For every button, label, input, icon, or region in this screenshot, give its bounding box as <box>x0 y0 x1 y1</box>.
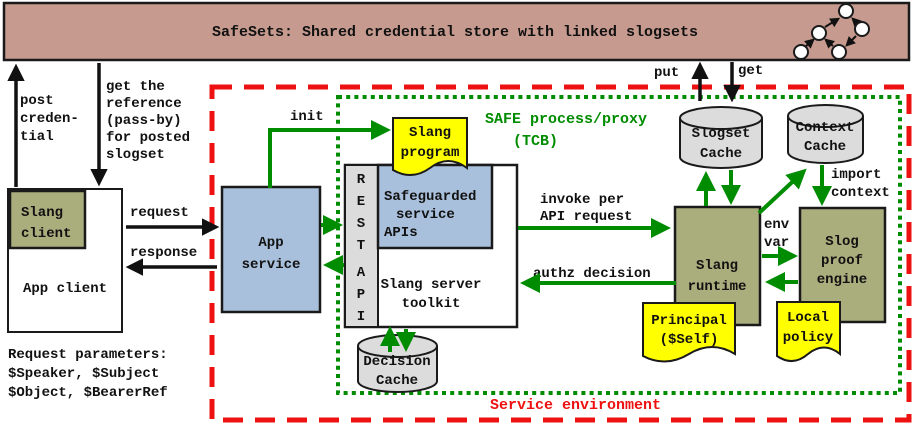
post-credential-line3: tial <box>20 129 54 145</box>
local-policy-label-line1: Local <box>787 310 829 326</box>
decision-cache-cylinder <box>357 346 438 393</box>
slang-program-label-line1: Slang <box>409 125 451 141</box>
get-reference-line5: slogset <box>106 147 165 163</box>
tcb-boundary: SAFE process/proxy (TCB) <box>336 95 902 395</box>
app-client-label: App client <box>23 281 107 297</box>
safeguarded-label-line1: Safeguarded <box>384 189 476 205</box>
safesets-bar: SafeSets: Shared credential store with l… <box>2 1 911 62</box>
context-cache: Context Cache <box>787 104 864 164</box>
get-reference-line3: (pass-by) <box>106 113 182 129</box>
principal-note-shape <box>642 302 736 363</box>
slog-engine-label-line2: proof <box>821 253 863 269</box>
app-client: Slang client App client <box>7 188 123 333</box>
local-policy-note-shape <box>776 301 841 362</box>
service-environment-boundary: Service environment <box>209 84 912 423</box>
get-reference-line2: reference <box>106 96 182 112</box>
get-label: get <box>738 63 763 79</box>
safeguarded-label-line3: APIs <box>384 225 418 241</box>
rest-api-letter: P <box>357 287 365 303</box>
slogset-cache-cylinder <box>679 118 763 169</box>
tcb-header-line2: (TCB) <box>513 133 558 150</box>
post-credential-annotation: post creden- tial <box>20 93 79 145</box>
import-context-label-line1: import <box>831 167 881 183</box>
get-reference-line4: for posted <box>106 130 190 146</box>
slang-program-note: Slang program <box>392 117 468 176</box>
slog-engine-label-line1: Slog <box>825 234 859 250</box>
toolkit-label-line1: Slang server <box>381 277 482 293</box>
post-credential-line2: creden- <box>20 111 79 127</box>
slang-client-box <box>8 189 87 250</box>
safesets-bar-title: SafeSets: Shared credential store with l… <box>212 24 698 41</box>
decision-cache-label-line1: Decision <box>363 354 430 370</box>
slang-program-label-line2: program <box>401 145 460 161</box>
decision-cache: Decision Cache <box>357 334 438 393</box>
slogset-cache-cylinder-top <box>679 106 763 130</box>
principal-note: Principal ($Self) <box>642 302 736 363</box>
slogset-node-icon <box>811 25 827 41</box>
principal-label-line2: ($Self) <box>660 332 719 348</box>
rest-api-strip <box>344 164 379 328</box>
tcb-header-line1: SAFE process/proxy <box>485 111 647 128</box>
local-policy-note: Local policy <box>776 301 841 362</box>
decision-cache-label-line2: Cache <box>376 373 418 389</box>
context-cache-cylinder <box>787 116 864 164</box>
request-params-line3: $Object, $BearerRef <box>8 385 168 401</box>
invoke-label-line1: invoke per <box>540 192 624 208</box>
request-params-line2: $Speaker, $Subject <box>8 366 159 382</box>
slang-program-note-shape <box>392 117 468 176</box>
context-cache-label-line1: Context <box>796 120 855 136</box>
env-var-label-line1: env <box>764 217 790 233</box>
arrows <box>7 61 832 352</box>
init-arrow <box>268 120 391 188</box>
response-label: response <box>130 245 197 261</box>
slang-client-label-line2: client <box>21 226 71 242</box>
tcb-border <box>336 95 902 395</box>
put-label: put <box>654 65 679 81</box>
rest-api-letter: I <box>357 309 365 325</box>
slogset-cache: Slogset Cache <box>679 106 763 169</box>
safesets-bar-background <box>2 1 911 62</box>
slogset-cache-label-line2: Cache <box>700 146 742 162</box>
get-reference-annotation: get the reference (pass-by) for posted s… <box>106 79 190 163</box>
app-service-label-line2: service <box>242 257 301 273</box>
invoke-label-line2: API request <box>540 209 632 225</box>
rest-api-letter: S <box>357 216 365 232</box>
init-label: init <box>290 109 324 125</box>
slang-server-toolkit: R E S T A P I Safeguarded service APIs S… <box>343 163 519 329</box>
slogset-cache-label-line1: Slogset <box>692 126 751 142</box>
app-service-box <box>220 185 322 314</box>
safeguarded-label-line2: service <box>396 207 455 223</box>
context-cache-label-line2: Cache <box>804 139 846 155</box>
import-context-label-line2: context <box>831 185 890 201</box>
rest-api-letter: E <box>357 194 365 210</box>
request-parameters-note: Request parameters: $Speaker, $Subject $… <box>8 347 168 401</box>
rest-api-letter: T <box>357 238 365 254</box>
slogset-node-icon <box>831 44 847 60</box>
request-label: request <box>130 205 189 221</box>
app-service-label-line1: App <box>258 235 283 251</box>
slog-engine-label-line3: engine <box>817 272 867 288</box>
service-environment-border <box>209 84 912 423</box>
get-reference-line1: get the <box>106 79 165 95</box>
runtime-to-context-cache-arrow <box>757 168 807 215</box>
slang-client-label-line1: Slang <box>21 205 63 221</box>
app-service: App service <box>220 185 322 314</box>
post-credential-line1: post <box>20 93 54 109</box>
slogset-node-icon <box>854 21 870 37</box>
slang-runtime-label-line2: runtime <box>688 279 747 295</box>
service-environment-label: Service environment <box>490 397 661 414</box>
request-params-line1: Request parameters: <box>8 347 168 363</box>
authz-decision-label: authz decision <box>533 266 651 282</box>
principal-label-line1: Principal <box>651 313 727 329</box>
rest-api-letter: R <box>357 172 366 188</box>
toolkit-label-line2: toolkit <box>402 296 461 312</box>
slogset-node-icon <box>838 3 854 19</box>
rest-api-letter: A <box>357 265 366 281</box>
env-var-label-line2: var <box>764 235 789 251</box>
slogset-node-icon <box>793 44 809 60</box>
context-cache-cylinder-top <box>787 104 864 128</box>
linked-slogsets-graph-icon <box>793 3 870 60</box>
slang-runtime-label-line1: Slang <box>696 258 738 274</box>
local-policy-label-line2: policy <box>783 330 834 346</box>
